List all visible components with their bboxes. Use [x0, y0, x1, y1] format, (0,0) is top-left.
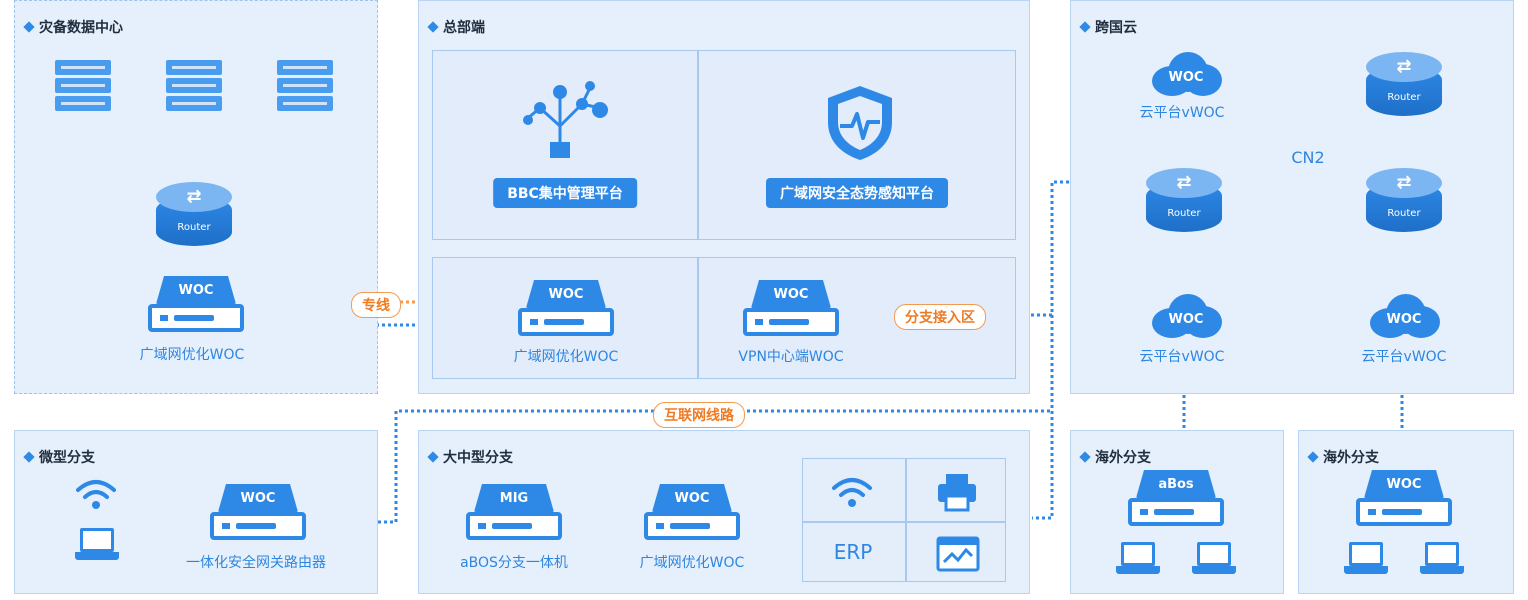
large-branch-title: 大中型分支: [427, 447, 513, 467]
router-icon: ⇄Router: [1146, 168, 1222, 232]
security-platform-label: 广域网安全态势感知平台: [766, 178, 948, 208]
diamond-icon: [1307, 451, 1319, 463]
woc-device-icon: WOC: [1356, 470, 1452, 526]
woc-device-icon: WOC: [644, 484, 740, 540]
server-icon: [166, 60, 222, 112]
laptop-icon: [1116, 542, 1160, 576]
diamond-icon: [23, 21, 35, 33]
cloud-icon: WOC: [1366, 294, 1442, 338]
laptop-icon: [1420, 542, 1464, 576]
diamond-icon: [427, 451, 439, 463]
laptop-icon: [1344, 542, 1388, 576]
monitor-chart-icon: [936, 536, 980, 572]
tree-network-icon: [523, 81, 608, 158]
laptop-icon: [75, 528, 119, 562]
micro-gateway-label: 一体化安全网关路由器: [186, 555, 326, 571]
abos-device-icon: aBos: [1128, 470, 1224, 526]
cn2-label: CN2: [1291, 148, 1325, 167]
woc-device-icon: WOC: [518, 280, 614, 336]
headquarters-title: 总部端: [427, 17, 485, 37]
micro-branch-title: 微型分支: [23, 447, 95, 467]
mig-device-icon: MIG: [466, 484, 562, 540]
cloud-vwoc-label: 云平台vWOC: [1361, 349, 1447, 365]
laptop-icon: [1192, 542, 1236, 576]
vpn-woc-label: VPN中心端WOC: [738, 349, 844, 365]
cloud-title: 跨国云: [1079, 17, 1137, 37]
printer-icon: [938, 474, 976, 512]
diamond-icon: [1079, 451, 1091, 463]
abos-branch-label: aBOS分支一体机: [460, 555, 568, 571]
large-woc-label: 广域网优化WOC: [639, 555, 745, 571]
branch-access-tag: 分支接入区: [894, 304, 986, 330]
bbc-platform-label: BBC集中管理平台: [493, 178, 637, 208]
internet-line-tag: 互联网线路: [653, 402, 745, 428]
woc-device-icon: WOC: [743, 280, 839, 336]
wifi-icon: [76, 480, 116, 509]
diamond-icon: [427, 21, 439, 33]
erp-cell: [802, 522, 906, 582]
dc-woc-label: 广域网优化WOC: [139, 347, 245, 363]
wifi-icon: [832, 478, 872, 507]
router-icon: ⇄Router: [1366, 52, 1442, 116]
cross-border-cloud-panel: 跨国云: [1070, 0, 1514, 394]
diamond-icon: [23, 451, 35, 463]
cloud-vwoc-label: 云平台vWOC: [1139, 349, 1225, 365]
server-icon: [55, 60, 111, 112]
hq-woc-label: 广域网优化WOC: [513, 349, 619, 365]
shield-icon: [828, 86, 892, 160]
woc-device-icon: WOC: [148, 276, 244, 332]
cloud-vwoc-label: 云平台vWOC: [1139, 105, 1225, 121]
router-icon: ⇄Router: [1366, 168, 1442, 232]
woc-device-icon: WOC: [210, 484, 306, 540]
erp-label: ERP: [833, 540, 873, 564]
server-icon: [277, 60, 333, 112]
cloud-icon: WOC: [1148, 294, 1224, 338]
overseas-branch-title: 海外分支: [1307, 447, 1379, 467]
overseas-branch-title: 海外分支: [1079, 447, 1151, 467]
disaster-center-title: 灾备数据中心: [23, 17, 123, 37]
dedicated-line-tag: 专线: [351, 292, 401, 318]
diamond-icon: [1079, 21, 1091, 33]
micro-branch-panel: 微型分支: [14, 430, 378, 594]
cloud-icon: WOC: [1148, 52, 1224, 96]
router-icon: ⇄Router: [156, 182, 232, 246]
